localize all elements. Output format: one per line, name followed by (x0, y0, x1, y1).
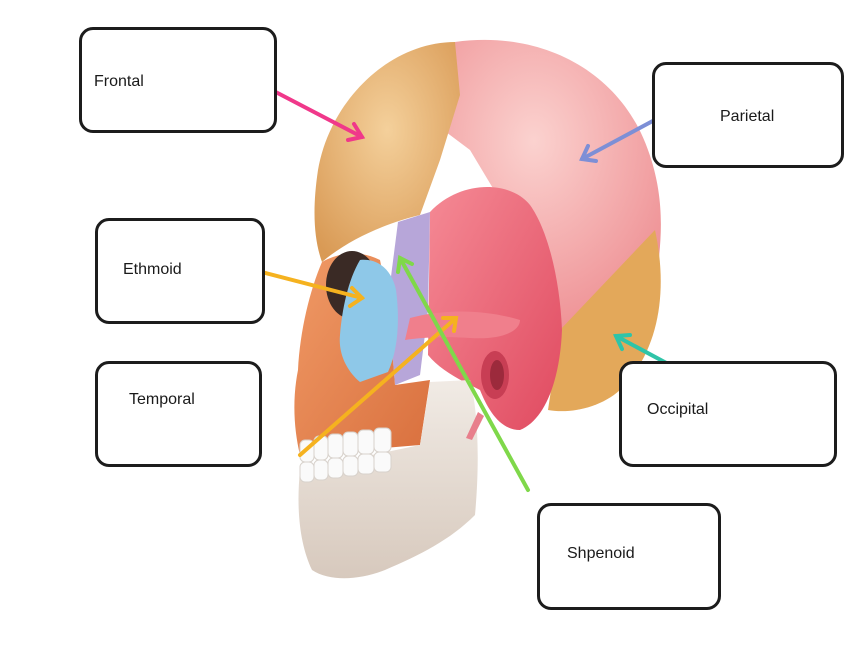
parietal-bone (430, 39, 661, 330)
label-ethmoid: Ethmoid (123, 261, 182, 278)
arrow-parietal (579, 114, 664, 163)
frontal-bone (314, 42, 460, 262)
label-temporal: Temporal (129, 391, 195, 408)
label-sphenoid: Shpenoid (567, 545, 635, 562)
arrow-sphenoid (396, 254, 530, 492)
arrow-frontal (266, 86, 366, 142)
label-box-occipital[interactable]: Occipital (619, 361, 837, 467)
label-box-temporal[interactable]: Temporal (95, 361, 262, 467)
label-frontal: Frontal (94, 73, 144, 90)
label-parietal: Parietal (720, 108, 775, 125)
label-box-ethmoid[interactable]: Ethmoid (95, 218, 265, 324)
label-occipital: Occipital (647, 401, 709, 418)
label-box-parietal[interactable]: Parietal (652, 62, 844, 168)
label-box-frontal[interactable]: Frontal (79, 27, 277, 133)
arrow-ethmoid (252, 268, 366, 308)
styloid-process (466, 412, 484, 440)
arrow-temporal (298, 316, 459, 457)
label-box-sphenoid[interactable]: Shpenoid (537, 503, 721, 610)
mandible (298, 380, 478, 579)
